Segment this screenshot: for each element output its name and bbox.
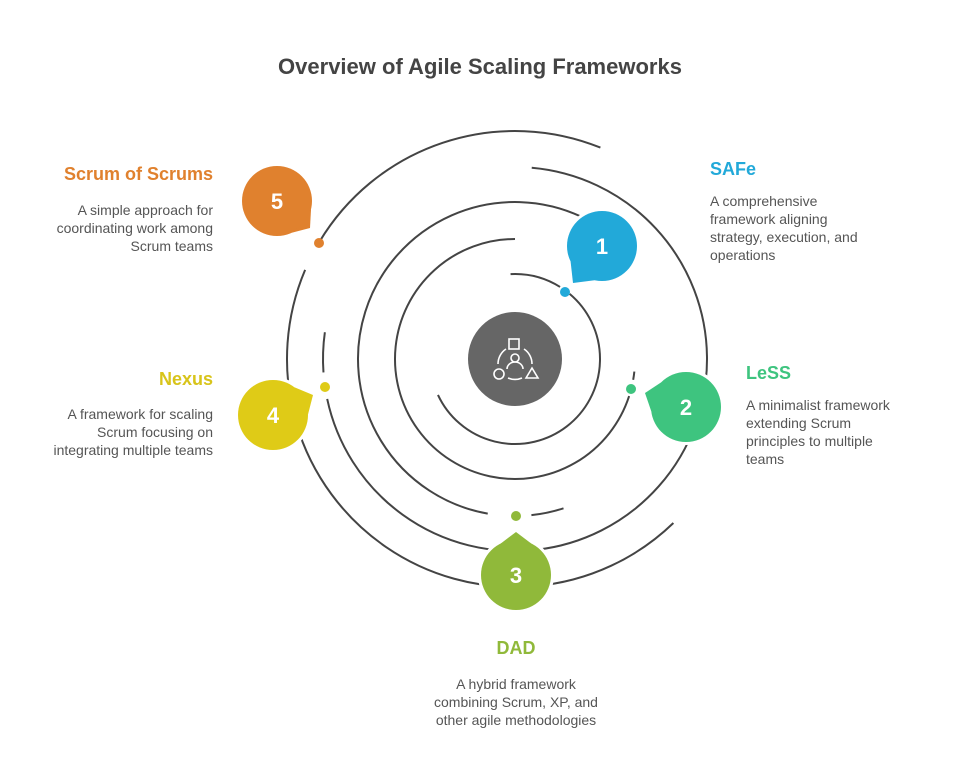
orbit-arc [394,238,631,480]
orbit-dot [320,382,330,392]
item-title: SAFe [710,159,756,179]
item-less: LeSS A minimalist framework extending Sc… [746,363,891,467]
orbit-dot [626,384,636,394]
item-desc-line: A comprehensive [710,193,818,209]
orbit-dot [560,287,570,297]
center-icon [468,312,562,406]
bubble-number: 5 [271,189,283,214]
orbit-arc [326,166,708,552]
item-nexus: Nexus A framework for scaling Scrum focu… [53,369,213,458]
orbit-arc [632,371,636,381]
item-title: Scrum of Scrums [64,164,213,184]
item-desc-line: integrating multiple teams [53,442,213,458]
orbit-arc [357,201,582,515]
item-safe: SAFe A comprehensive framework aligning … [710,159,858,263]
item-dad: DAD A hybrid framework combining Scrum, … [434,638,598,728]
orbit-arc [437,293,601,445]
item-desc-line: teams [746,451,784,467]
orbit-dots [314,238,636,521]
item-desc-line: operations [710,247,775,263]
orbit-arcs [286,130,708,588]
bubble-number: 1 [596,234,608,259]
item-desc-line: A framework for scaling [68,406,214,422]
item-scrum-of-scrums: Scrum of Scrums A simple approach for co… [57,164,214,254]
orbit-dot [314,238,324,248]
orbit-arc [531,507,564,517]
bubble-number: 3 [510,563,522,588]
orbit-arc [318,130,601,243]
bubble-number: 2 [680,395,692,420]
number-bubble-5: 5 [239,163,315,239]
number-bubble-1: 1 [564,208,640,287]
number-bubble-3: 3 [478,528,554,613]
orbit-arc [286,269,675,588]
item-desc-line: combining Scrum, XP, and [434,694,598,710]
item-desc-line: other agile methodologies [436,712,596,728]
item-desc-line: A hybrid framework [456,676,577,692]
number-bubble-2: 2 [641,369,724,445]
item-desc-line: principles to multiple [746,433,873,449]
item-desc-line: Scrum focusing on [97,424,213,440]
item-desc-line: framework aligning [710,211,828,227]
item-title: LeSS [746,363,791,383]
orbit-arc [510,273,561,288]
diagram-title: Overview of Agile Scaling Frameworks [278,54,682,79]
item-title: DAD [497,638,536,658]
orbit-arc [322,332,326,373]
item-desc-line: extending Scrum [746,415,851,431]
item-desc-line: A minimalist framework [746,397,891,413]
item-desc-line: A simple approach for [78,202,214,218]
item-desc-line: strategy, execution, and [710,229,858,245]
item-desc-line: coordinating work among [57,220,213,236]
number-bubble-4: 4 [235,377,317,453]
item-desc-line: Scrum teams [131,238,213,254]
item-title: Nexus [159,369,213,389]
orbit-dot [511,511,521,521]
bubble-number: 4 [267,403,280,428]
